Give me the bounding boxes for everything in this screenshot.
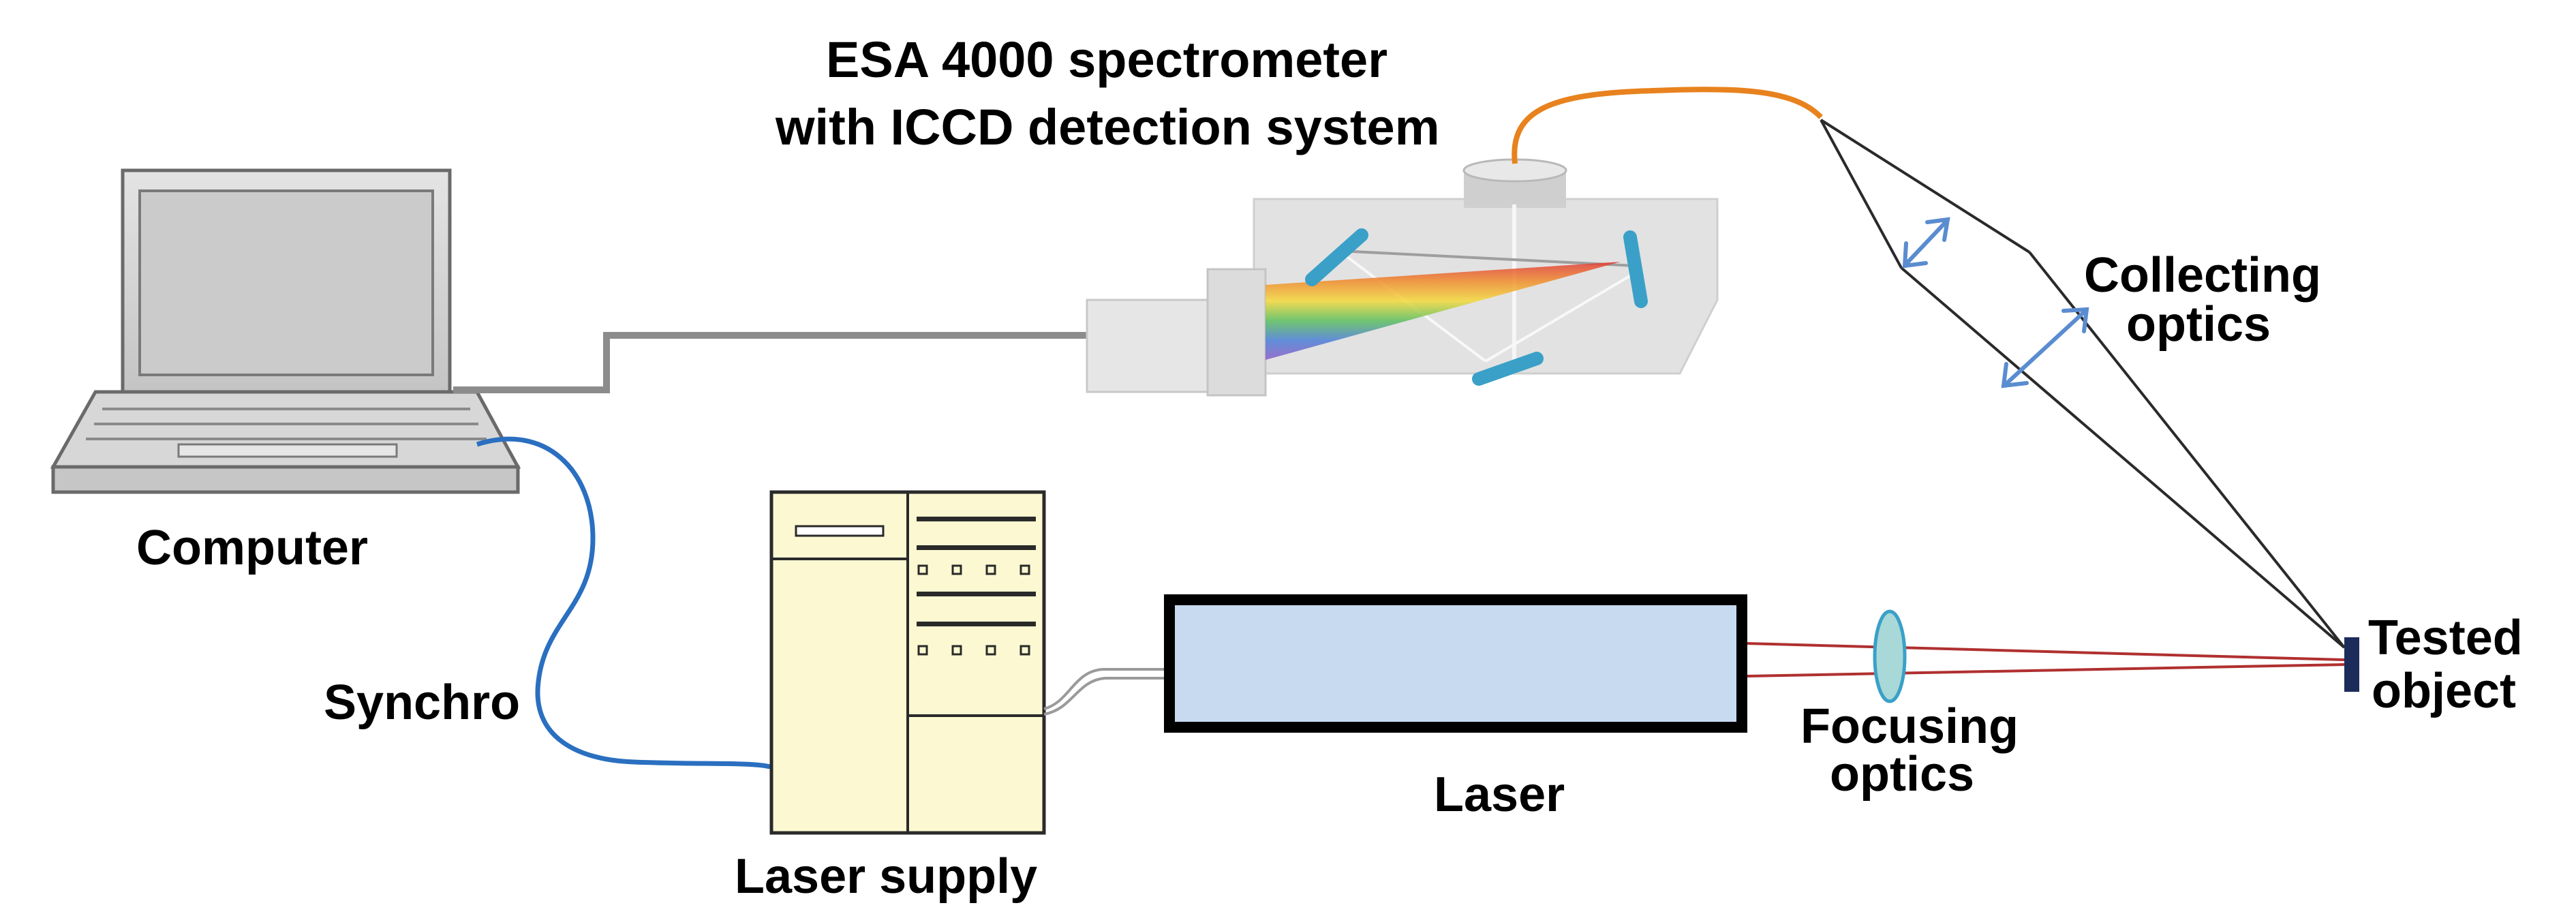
focusing-optics-label-line1: Focusing	[1800, 699, 2019, 754]
data-cable	[453, 332, 1090, 393]
spectrometer-label-line1: ESA 4000 spectrometer	[826, 31, 1387, 88]
computer-label: Computer	[136, 521, 368, 575]
synchro-label: Synchro	[324, 675, 520, 730]
optical-fiber	[1512, 87, 1823, 164]
sample-icon	[2344, 637, 2359, 692]
laptop-icon	[50, 168, 521, 494]
laser-power-cable	[1043, 668, 1167, 716]
collecting-light-cone	[1820, 119, 2346, 649]
tested-object-label-line1: Tested	[2368, 611, 2523, 665]
laser-supply-label: Laser supply	[735, 849, 1037, 904]
mirror-icon	[1472, 352, 1544, 386]
synchro-cable	[476, 436, 771, 770]
mirror-icon	[1305, 228, 1368, 286]
lens-icon	[1902, 217, 2089, 389]
collecting-optics-label-line1: Collecting	[2084, 248, 2321, 303]
focusing-optics-label-line2: optics	[1830, 747, 1974, 802]
lens-icon	[1873, 609, 1907, 703]
laser-label: Laser	[1434, 767, 1565, 822]
laser-beam	[1747, 642, 2345, 677]
power-supply-cabinet-icon	[769, 490, 1046, 835]
spectrometer-label-line2: with ICCD detection system	[775, 99, 1440, 155]
grating-icon	[1623, 230, 1648, 308]
spectrometer-icon	[1086, 158, 1719, 397]
tested-object-label-line2: object	[2372, 664, 2516, 718]
laser-tube-icon	[1164, 594, 1747, 733]
collecting-optics-label-line2: optics	[2126, 297, 2271, 352]
